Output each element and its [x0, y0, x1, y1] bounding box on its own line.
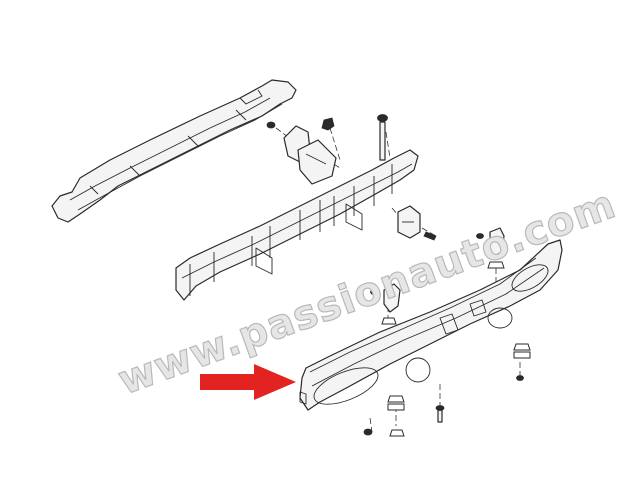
nut	[266, 121, 276, 129]
energy-absorber-foam	[299, 239, 563, 411]
upper-sill-panel	[51, 79, 297, 223]
long-bolt	[377, 114, 388, 161]
lower-mount-bracket	[397, 205, 437, 241]
red-arrow-icon	[200, 364, 296, 400]
upper-mount-bracket	[283, 117, 337, 185]
screws	[363, 375, 524, 436]
impact-beam	[175, 149, 419, 301]
push-clips	[370, 227, 531, 437]
